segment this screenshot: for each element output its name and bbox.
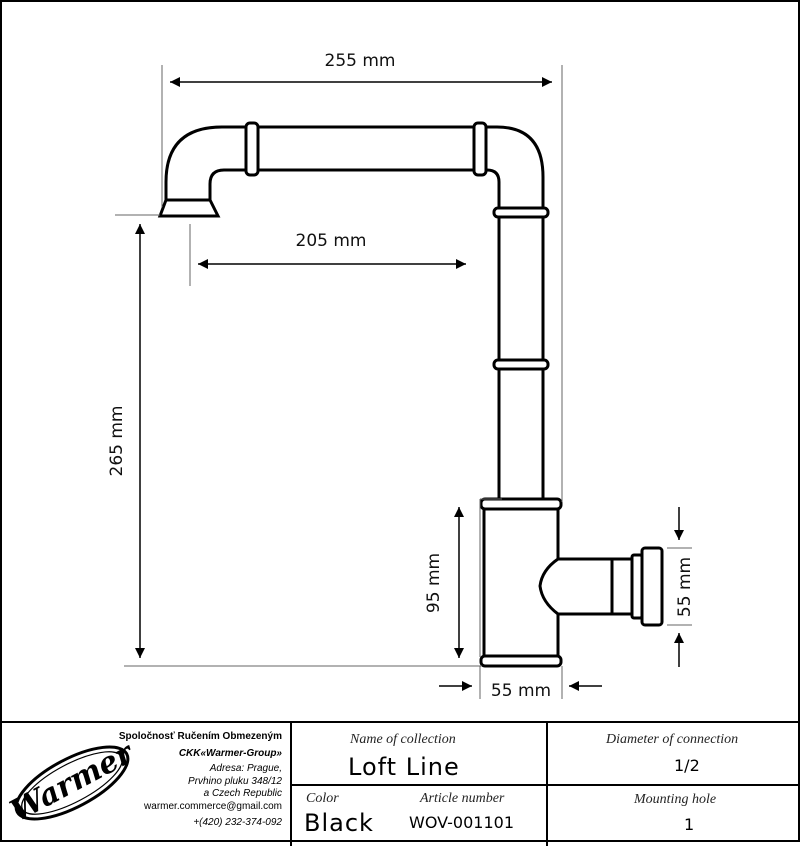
- extension-lines: [115, 65, 692, 699]
- pipe-ring: [472, 121, 488, 177]
- pipe-ring: [492, 358, 550, 371]
- mounting-label: Mounting hole: [634, 792, 717, 807]
- dim-label-top-width: 255 mm: [325, 51, 396, 71]
- side-connector: [538, 557, 614, 616]
- company-cell: Warmer Spoločnosť Ručením Obmezeným CKK«…: [2, 723, 290, 846]
- pipe-ring: [492, 206, 550, 219]
- article-value: WOV-001101: [409, 813, 514, 832]
- dim-label-connector-height: 55 mm: [675, 557, 695, 617]
- company-name: Spoločnosť Ručením Obmezeným: [118, 731, 282, 742]
- faucet-spout-nozzle: [157, 198, 221, 218]
- dim-label-base-width: 55 mm: [491, 681, 551, 701]
- company-phone: +(420) 232-374-092: [193, 817, 282, 828]
- faucet-spout-pipe: [164, 125, 545, 509]
- company-group: CKK«Warmer-Group»: [178, 747, 282, 759]
- faucet-outline: [157, 121, 664, 668]
- diameter-value: 1/2: [674, 756, 700, 775]
- article-label: Article number: [420, 791, 505, 806]
- connector-cap: [640, 546, 664, 627]
- color-value: Black: [304, 809, 374, 837]
- company-address-line2: Prvhino pluku 348/12: [188, 775, 282, 787]
- diameter-label: Diameter of connection: [606, 732, 739, 747]
- collection-label: Name of collection: [350, 732, 456, 747]
- collection-value: Loft Line: [348, 753, 460, 781]
- title-block: Warmer Spoločnosť Ručením Obmezeným CKK«…: [2, 721, 800, 846]
- divider: [290, 784, 800, 786]
- dim-label-total-height: 265 mm: [107, 406, 127, 477]
- dim-label-spout-reach: 205 mm: [296, 231, 367, 251]
- dim-label-base-height: 95 mm: [424, 553, 444, 613]
- company-address-line1: Adresa: Prague,: [209, 763, 282, 774]
- dimension-lines: [135, 77, 684, 691]
- base-ring: [479, 654, 563, 668]
- company-address-line3: a Czech Republic: [203, 788, 282, 799]
- company-email: warmer.commerce@gmail.com: [144, 800, 282, 812]
- faucet-technical-drawing: 255 mm 205 mm 265 mm 95 mm 55 mm 55 mm: [107, 51, 695, 701]
- warmer-logo: Warmer: [5, 737, 141, 829]
- color-label: Color: [306, 791, 339, 806]
- connector-collar: [610, 557, 634, 616]
- mounting-value: 1: [684, 815, 695, 834]
- pipe-ring: [244, 121, 260, 177]
